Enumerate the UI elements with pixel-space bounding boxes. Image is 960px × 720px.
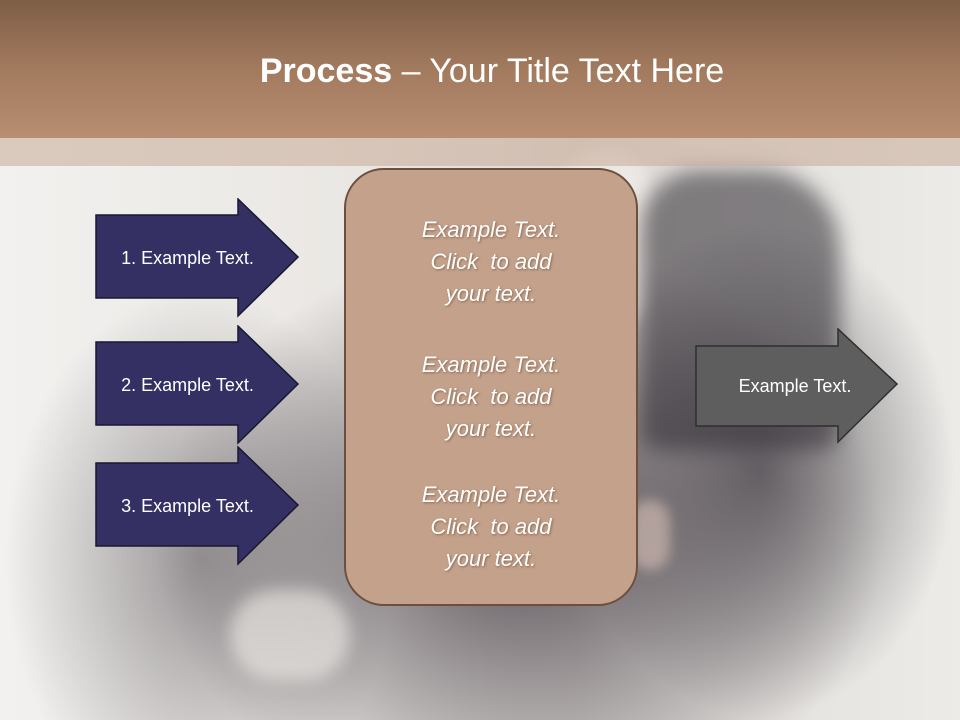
step-label-2: 2. Example Text. (121, 374, 254, 395)
slide-title: Process – Your Title Text Here (0, 52, 960, 91)
title-bold: Process (259, 52, 393, 90)
arrow-shape (95, 446, 300, 566)
result-arrow[interactable]: Example Text. (695, 328, 900, 444)
center-text-block-2[interactable]: Example Text. Click to add your text. (346, 349, 636, 445)
center-text-line: Example Text. (421, 352, 561, 377)
arrow-shape (695, 328, 899, 444)
center-content-box[interactable]: Example Text. Click to add your text. Ex… (344, 168, 638, 606)
result-label: Example Text. (738, 375, 852, 396)
step-label-1: 1. Example Text. (121, 247, 254, 268)
center-text-line: Click to add (430, 249, 552, 274)
center-text-line: Click to add (430, 514, 552, 539)
center-text-line: your text. (445, 546, 537, 571)
center-text-line: your text. (445, 416, 537, 441)
center-text-line: Click to add (430, 384, 552, 409)
background-arm (230, 590, 350, 680)
center-text-block-3[interactable]: Example Text. Click to add your text. (346, 479, 636, 575)
title-bar-strip (0, 138, 960, 166)
title-rest: – Your Title Text Here (392, 52, 725, 90)
step-arrow-1[interactable]: 1. Example Text. (95, 198, 300, 318)
title-bar: Process – Your Title Text Here (0, 0, 960, 138)
center-text-line: Example Text. (421, 482, 561, 507)
step-label-3: 3. Example Text. (121, 495, 254, 516)
step-arrow-3[interactable]: 3. Example Text. (95, 446, 300, 566)
center-text-line: your text. (445, 281, 537, 306)
center-text-line: Example Text. (421, 217, 561, 242)
step-arrow-2[interactable]: 2. Example Text. (95, 325, 300, 445)
arrow-shape (95, 325, 300, 445)
arrow-shape (95, 198, 300, 318)
center-text-block-1[interactable]: Example Text. Click to add your text. (346, 214, 636, 310)
